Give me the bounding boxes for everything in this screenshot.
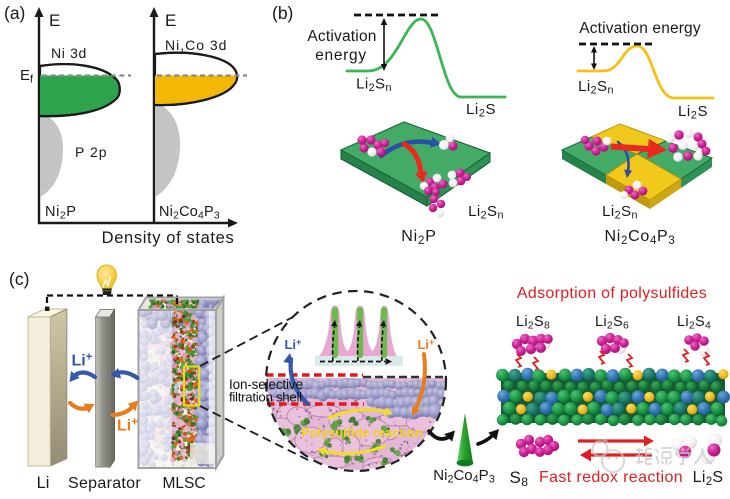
svg-text:Li: Li: [37, 474, 50, 492]
svg-text:Li2Sn: Li2Sn: [356, 76, 392, 95]
svg-text:Density of states: Density of states: [102, 229, 235, 247]
svg-text:Ni2Co4P3: Ni2Co4P3: [604, 228, 675, 247]
svg-text:Ef: Ef: [20, 67, 34, 86]
svg-text:Ni2P: Ni2P: [45, 204, 77, 222]
svg-text:Li2S4: Li2S4: [677, 314, 711, 332]
svg-text:Adsorption of polysulfides: Adsorption of polysulfides: [517, 285, 707, 302]
svg-text:Ni2Co4P3: Ni2Co4P3: [159, 204, 220, 222]
svg-text:Li+: Li+: [417, 336, 435, 352]
svg-text:Ni 3d: Ni 3d: [51, 45, 87, 61]
svg-text:Polysulfide reaction: Polysulfide reaction: [301, 425, 423, 440]
svg-text:Activation: Activation: [307, 28, 376, 45]
svg-text:Ni2Co4P3: Ni2Co4P3: [433, 467, 494, 486]
svg-text:Li2Sn: Li2Sn: [578, 78, 614, 97]
svg-text:Fast redox reaction: Fast redox reaction: [539, 469, 683, 486]
svg-text:Separator: Separator: [68, 475, 141, 492]
svg-text:(b): (b): [272, 3, 293, 23]
svg-text:Li+: Li+: [284, 336, 302, 352]
svg-text:energy: energy: [315, 47, 367, 64]
svg-text:S8: S8: [510, 468, 529, 489]
svg-text:Li2S: Li2S: [678, 103, 708, 122]
svg-text:Ni,Co 3d: Ni,Co 3d: [165, 37, 227, 53]
svg-text:Ni2P: Ni2P: [401, 228, 436, 247]
svg-text:Li+: Li+: [72, 352, 93, 370]
svg-text:MLSC: MLSC: [162, 475, 205, 492]
svg-text:(c): (c): [9, 269, 29, 289]
svg-text:E: E: [49, 11, 60, 30]
svg-text:Ion-selective: Ion-selective: [229, 377, 303, 392]
svg-text:Activation energy: Activation energy: [579, 20, 701, 37]
svg-text:(a): (a): [4, 3, 25, 23]
svg-text:Li2S6: Li2S6: [595, 314, 629, 332]
svg-text:E: E: [165, 11, 176, 30]
svg-text:Li2S: Li2S: [693, 469, 724, 488]
svg-text:Li2S8: Li2S8: [516, 314, 550, 332]
svg-text:Li2Sn: Li2Sn: [602, 203, 638, 222]
svg-text:P 2p: P 2p: [75, 144, 108, 160]
svg-text:filtration shell: filtration shell: [229, 390, 302, 405]
svg-text:Li+: Li+: [117, 417, 138, 435]
svg-text:Li2S: Li2S: [466, 101, 496, 120]
svg-text:Li2Sn: Li2Sn: [468, 203, 504, 222]
